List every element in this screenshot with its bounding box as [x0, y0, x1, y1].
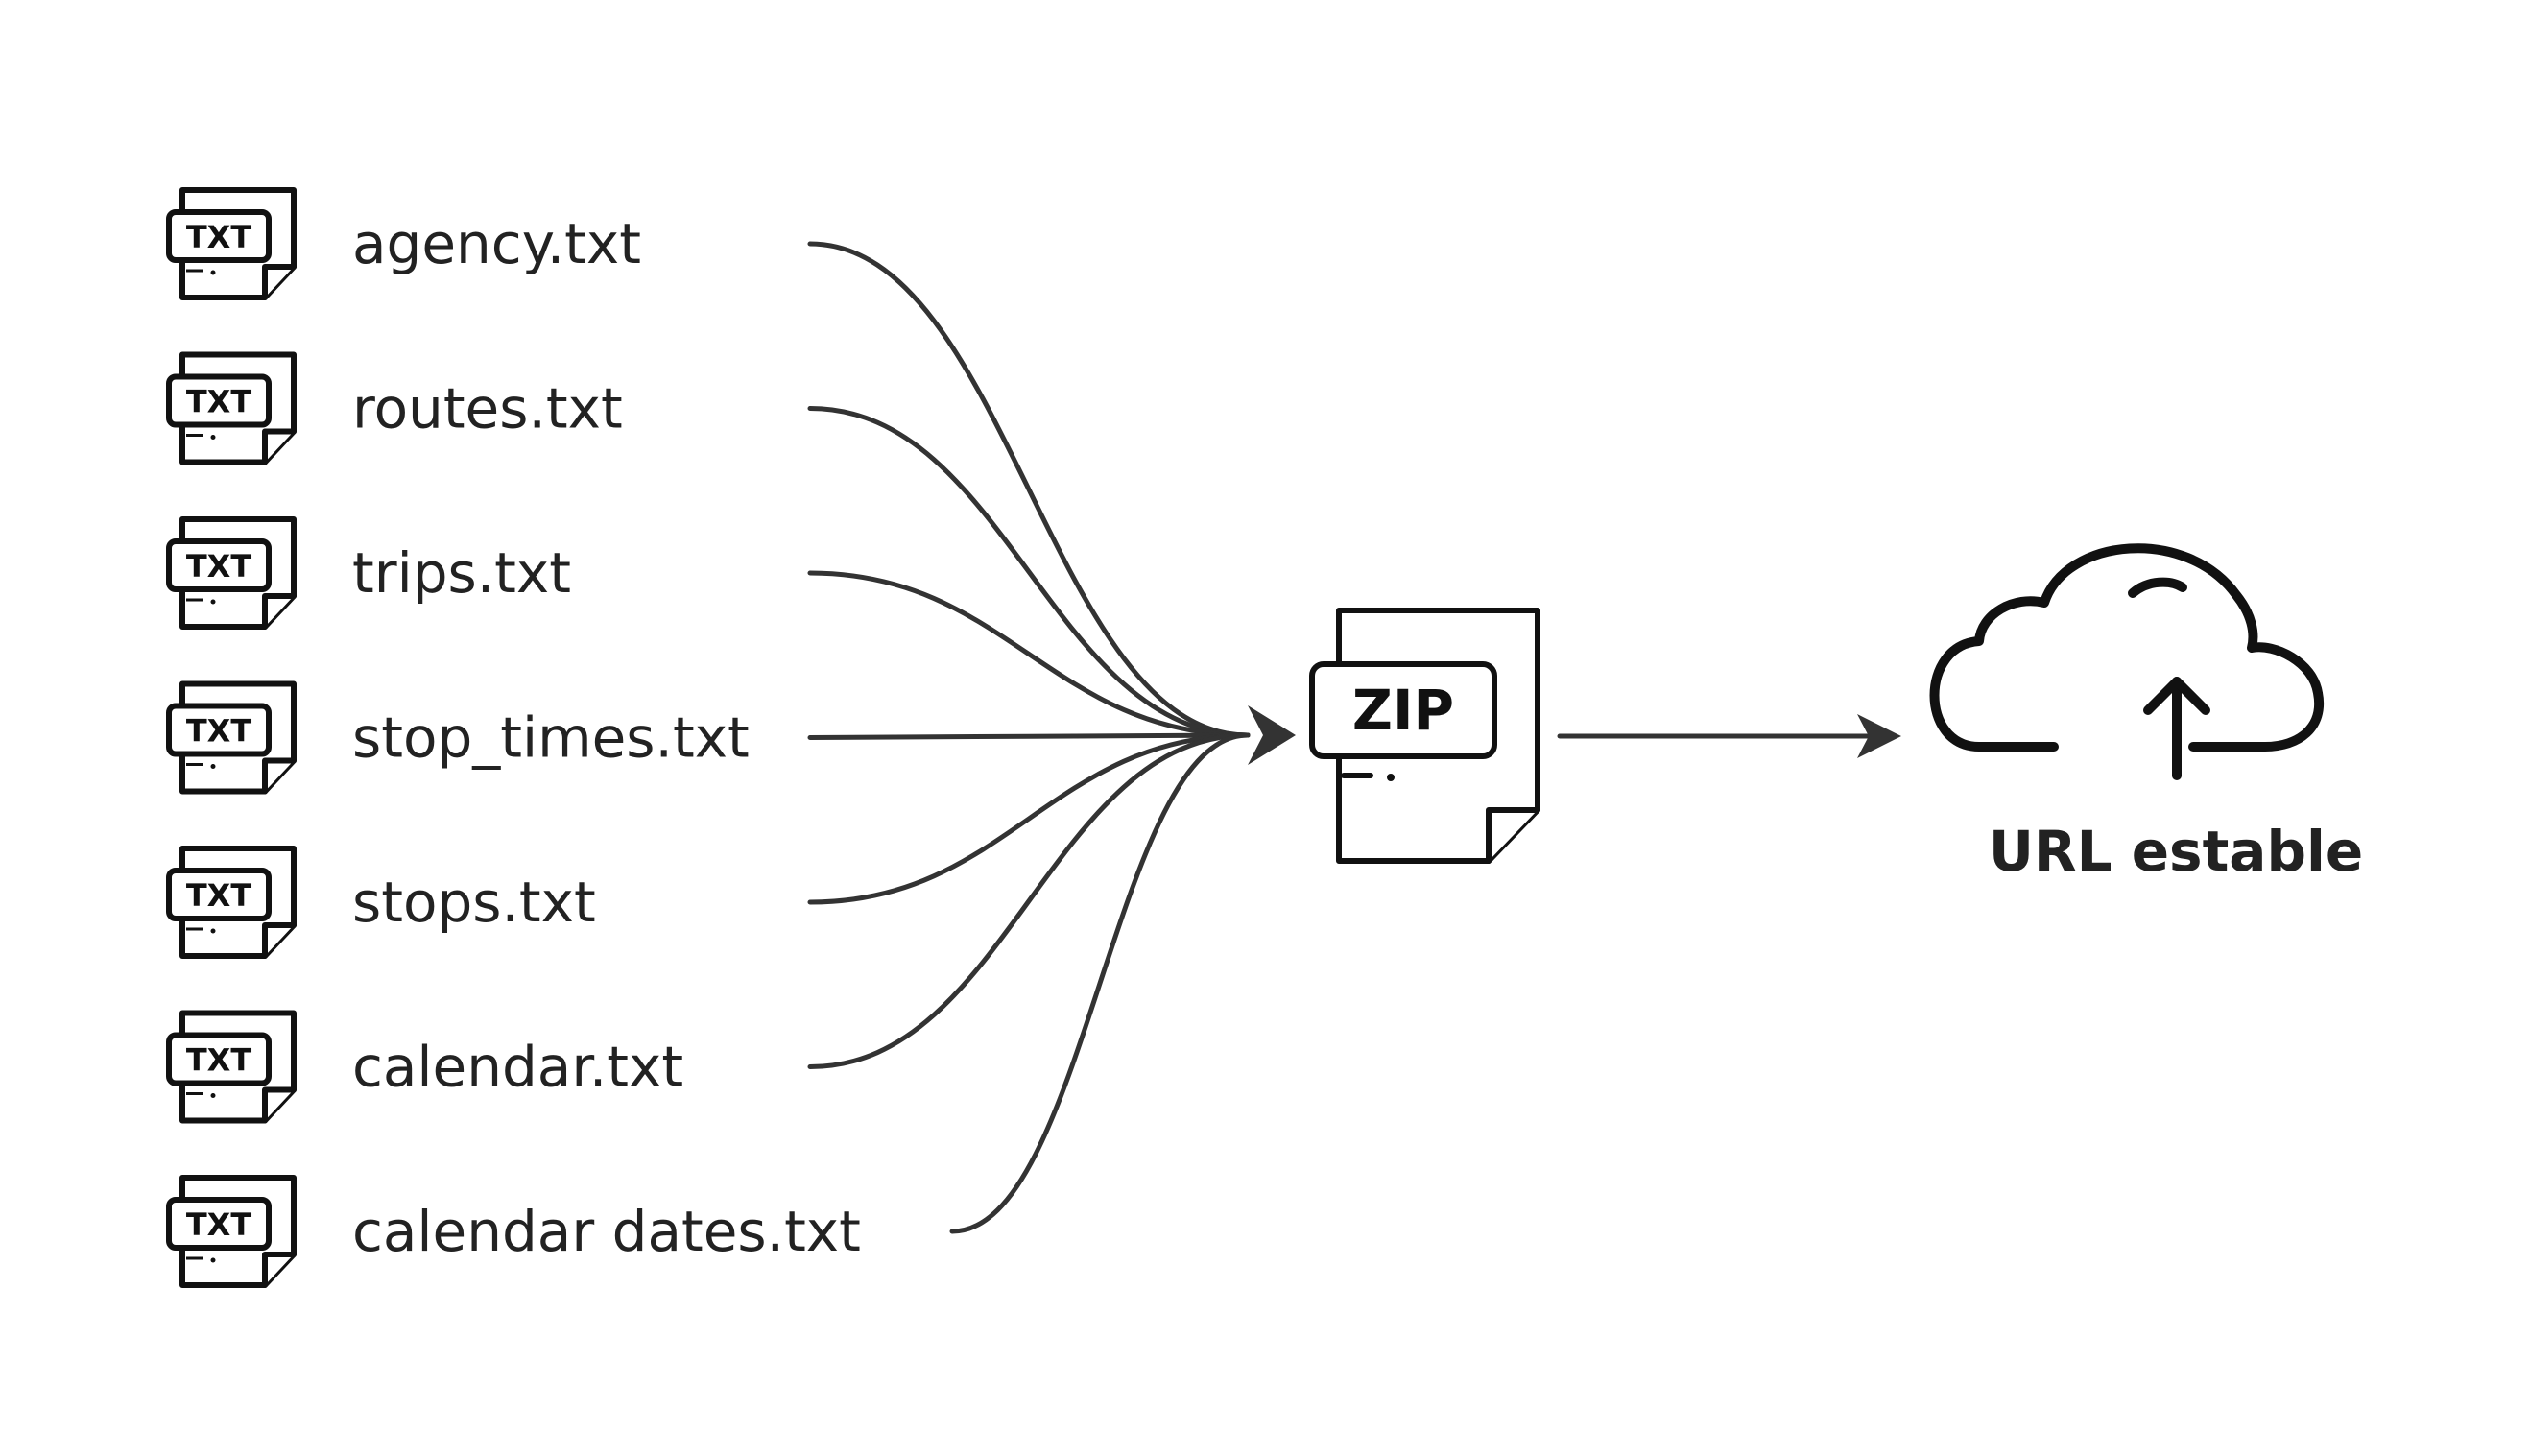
flow-lines	[807, 241, 1251, 1234]
txt-badge-text: TXT	[186, 548, 252, 585]
file-name-label: stop_times.txt	[352, 705, 750, 771]
destination-label: URL estable	[1989, 819, 2363, 884]
zip-badge-text: ZIP	[1352, 678, 1454, 743]
flow-line	[949, 732, 1251, 1234]
file-row: TXT stop_times.txt	[166, 680, 750, 795]
txt-file-icon: TXT	[166, 680, 297, 795]
file-name-label: stops.txt	[352, 870, 596, 935]
file-name-label: routes.txt	[352, 376, 623, 442]
flow-line	[807, 732, 1251, 1069]
flow-line	[807, 406, 1251, 738]
flow-line	[807, 732, 1251, 905]
file-row: TXT trips.txt	[166, 516, 571, 630]
txt-file-icon: TXT	[166, 351, 297, 465]
txt-badge-text: TXT	[186, 1206, 252, 1243]
file-name-label: trips.txt	[352, 540, 571, 606]
zip-file-icon: ZIP	[1309, 608, 1540, 864]
file-name-label: calendar.txt	[352, 1035, 683, 1100]
txt-file-icon: TXT	[166, 846, 297, 959]
txt-file-icon: TXT	[166, 187, 297, 300]
file-row: TXT calendar.txt	[166, 1010, 683, 1124]
txt-file-icon: TXT	[166, 1010, 297, 1124]
file-row: TXT stops.txt	[166, 846, 596, 959]
txt-badge-text: TXT	[186, 877, 252, 914]
cloud-upload-icon	[1929, 543, 2325, 780]
txt-badge-text: TXT	[186, 384, 252, 420]
file-row: TXT routes.txt	[166, 351, 623, 465]
flow-line	[807, 241, 1251, 738]
txt-badge-text: TXT	[186, 1042, 252, 1079]
txt-file-icon: TXT	[166, 516, 297, 630]
txt-badge-text: TXT	[186, 219, 252, 255]
txt-file-icon: TXT	[166, 1175, 297, 1288]
file-name-label: agency.txt	[352, 211, 641, 276]
merge-arrowhead	[1248, 705, 1296, 765]
flow-line	[807, 570, 1251, 738]
txt-badge-text: TXT	[186, 713, 252, 750]
file-row: TXT calendar dates.txt	[166, 1175, 861, 1288]
flow-line	[807, 732, 1251, 740]
file-name-label: calendar dates.txt	[352, 1199, 861, 1264]
file-row: TXT agency.txt	[166, 187, 641, 300]
